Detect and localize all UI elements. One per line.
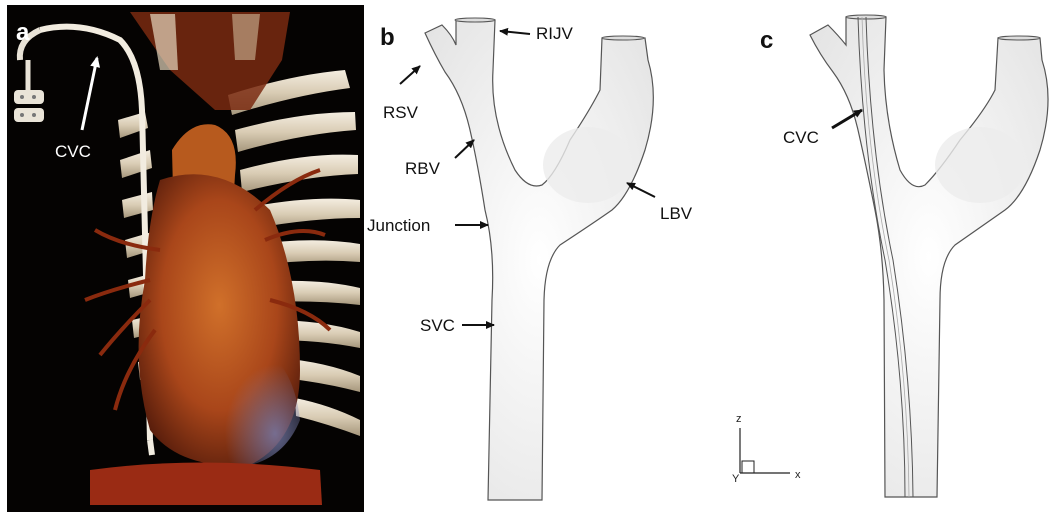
svc-label: SVC — [420, 316, 455, 335]
panel-a-letter: a — [16, 19, 30, 46]
rsv-arrow — [400, 66, 420, 84]
panel-c-letter: c — [760, 27, 773, 54]
panel-b-letter: b — [380, 24, 395, 51]
cvc-label-c: CVC — [783, 128, 819, 147]
panel-a: a CVC — [7, 5, 364, 512]
panel-c: c CVC — [760, 15, 1048, 497]
junction-label: Junction — [367, 216, 430, 235]
panel-b: b RIJV RSV RBV LBV Junction SVC — [367, 18, 693, 500]
axis-x-label: x — [795, 469, 801, 481]
vessel-model-c — [810, 17, 1048, 497]
rsv-label: RSV — [383, 103, 419, 122]
rijv-label: RIJV — [536, 24, 574, 43]
lbv-arrow — [627, 183, 655, 197]
axis-z-label: z — [736, 413, 742, 425]
rbv-arrow — [455, 140, 474, 158]
lbv-label: LBV — [660, 204, 693, 223]
cvc-label-a: CVC — [55, 142, 91, 161]
axis-triad: z Y x — [732, 413, 801, 485]
rijv-arrow — [500, 31, 530, 34]
liver — [90, 463, 322, 506]
axis-y-label: Y — [732, 473, 740, 485]
rbv-label: RBV — [405, 159, 441, 178]
vessel-model-b — [425, 20, 653, 500]
